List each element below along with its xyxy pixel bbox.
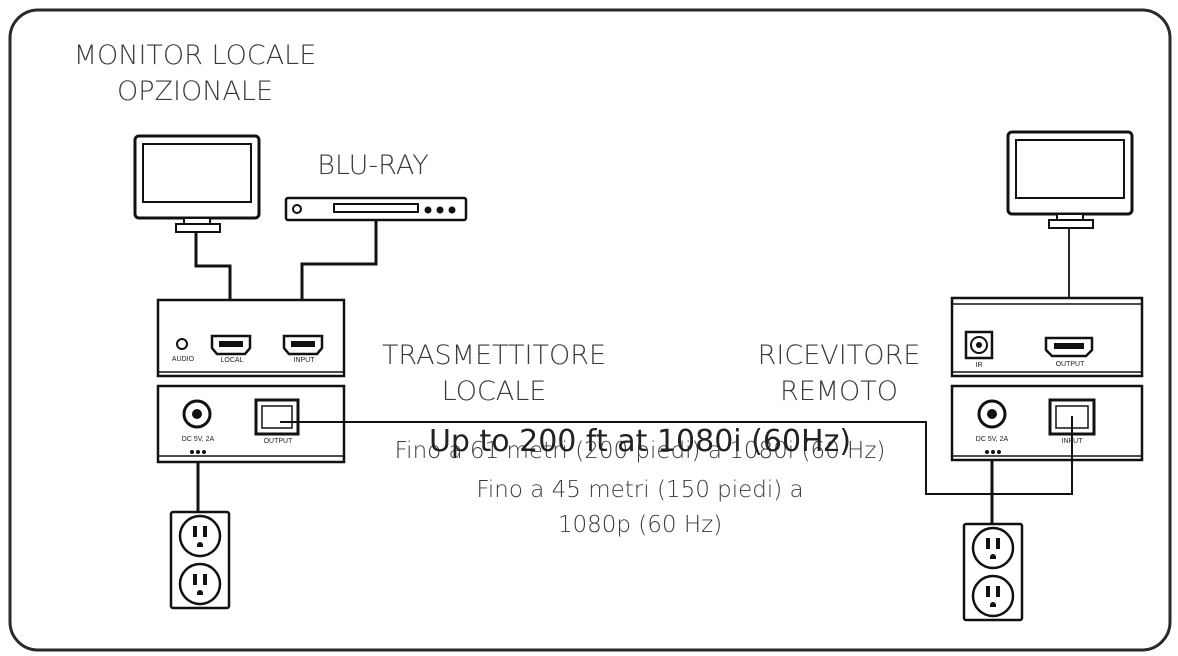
- local-monitor-icon: [133, 134, 261, 233]
- port-dc-label-tx: DC 5V, 2A: [181, 436, 215, 443]
- left-wall-outlet-icon: [169, 510, 231, 610]
- receiver-label-line1: RICEVITORE: [757, 340, 921, 371]
- receiver-bottom-unit: [950, 384, 1144, 462]
- right-wall-outlet-icon: [962, 522, 1024, 622]
- remote-monitor-icon: [1006, 130, 1134, 229]
- port-input-label-tx: INPUT: [293, 357, 315, 364]
- transmitter-top-unit: [156, 298, 346, 378]
- local-monitor-label-line1: MONITOR LOCALE: [73, 40, 317, 71]
- local-monitor-label-line2: OPZIONALE: [116, 76, 273, 107]
- port-dc-label-rx: DC 5V, 2A: [975, 436, 1009, 443]
- bluray-player-icon: [284, 196, 468, 222]
- transmitter-bottom-unit: [156, 384, 346, 464]
- receiver-top-unit: [950, 296, 1144, 378]
- port-output-label-rx: OUTPUT: [1055, 361, 1085, 368]
- cat-cable-link: [280, 416, 1073, 495]
- bluray-label: BLU-RAY: [317, 150, 429, 181]
- port-local-label: LOCAL: [220, 357, 244, 364]
- port-input-label-rx: INPUT: [1061, 438, 1083, 445]
- transmitter-label-line2: LOCALE: [441, 376, 547, 407]
- transmitter-label-line1: TRASMETTITORE: [381, 340, 607, 371]
- diagram-frame: [8, 8, 1172, 652]
- receiver-label-line2: REMOTO: [779, 376, 899, 407]
- port-audio-label: AUDIO: [171, 356, 195, 363]
- port-ir-label: IR: [975, 362, 983, 369]
- range-1080p-label-line1: Fino a 45 metri (150 piedi) a: [476, 477, 804, 503]
- range-overlay-label: Up to 200 ft at 1080i (60Hz): [428, 424, 852, 459]
- port-output-label-tx: OUTPUT: [263, 438, 293, 445]
- range-1080i-label: Fino a 61 metri (200 piedi) a 1080i (60 …: [394, 438, 886, 464]
- range-1080p-label-line2: 1080p (60 Hz): [557, 512, 723, 538]
